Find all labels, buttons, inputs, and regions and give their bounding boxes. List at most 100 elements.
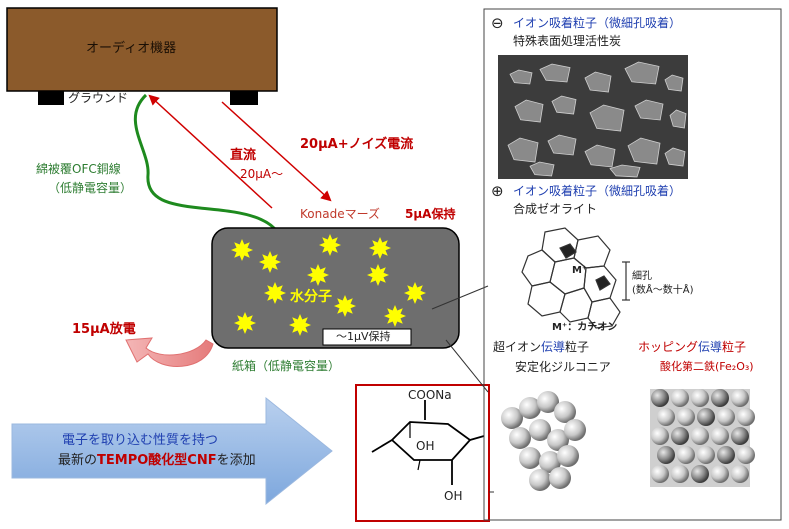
particle4-sub: 酸化第二鉄(Fe₂O₃): [660, 360, 754, 373]
noise-current-arrow: [221, 101, 332, 202]
fe2o3-atom: [731, 465, 749, 483]
water-spark: [384, 305, 406, 327]
dc-current-arrow: [148, 94, 273, 209]
zeolite-structure-image: [521, 227, 630, 329]
zirconia-sphere: [549, 467, 571, 489]
zirconia-sphere: [554, 401, 576, 423]
zirconia-sphere: [529, 419, 551, 441]
particle2-sub: 合成ゼオライト: [513, 202, 598, 216]
noise-current-label: 20μA+ノイズ電流: [300, 137, 414, 152]
fe2o3-atom: [717, 446, 735, 464]
fe2o3-atom: [697, 408, 715, 426]
fe2o3-atom: [691, 465, 709, 483]
carbon-particle: [627, 137, 661, 165]
cable-label-line2: （低静電容量）: [48, 181, 133, 195]
fe2o3-atom: [677, 446, 695, 464]
minus-sign: ⊖: [491, 14, 504, 32]
fe2o3-atom: [737, 408, 755, 426]
ofc-wire: [133, 93, 286, 261]
fe2o3-atom: [651, 389, 669, 407]
zirconia-sphere: [557, 445, 579, 467]
zirconia-sphere: [519, 397, 541, 419]
connector-top: [431, 285, 489, 310]
particle1-sub: 特殊表面処理活性炭: [513, 34, 622, 48]
water-spark: [259, 251, 281, 273]
carbon-particle: [509, 69, 533, 85]
audio-device-label: オーディオ機器: [86, 41, 177, 56]
fe2o3-atom: [711, 389, 729, 407]
paper-box-label: 紙箱（低静電容量）: [232, 359, 341, 373]
zeolite-pore-label2: (数Å～数十Å): [632, 285, 694, 296]
water-spark: [289, 314, 311, 336]
fe2o3-lattice-image: [651, 389, 755, 483]
dc-label: 直流: [230, 148, 257, 163]
fe2o3-atom: [731, 427, 749, 445]
zeolite-cation-label: M⁺：カチオン: [552, 322, 618, 333]
carbon-particle: [584, 71, 612, 93]
zirconia-sphere: [519, 447, 541, 469]
cable-label-line1: 綿被覆OFC銅線: [36, 162, 121, 176]
fe2o3-atom: [671, 465, 689, 483]
fe2o3-atom: [711, 465, 729, 483]
fe2o3-atom: [671, 389, 689, 407]
plus-sign: ⊕: [491, 182, 504, 200]
fe2o3-atom: [677, 408, 695, 426]
zirconia-sphere: [501, 407, 523, 429]
particle3-sub: 安定化ジルコニア: [515, 360, 611, 374]
konade-name: Konadeマーズ: [300, 207, 380, 221]
particle4-title-c: 粒子: [722, 340, 747, 354]
inner-hold-label: ～1μV保持: [336, 330, 391, 343]
connector-bottom: [445, 339, 489, 393]
carbon-particle: [551, 95, 577, 115]
particle3-title-b: 伝導: [541, 340, 566, 354]
additive-line2: 最新のTEMPO酸化型CNFを添加: [58, 454, 256, 467]
water-spark: [307, 264, 329, 286]
water-spark: [334, 295, 356, 317]
molecule-oh1: OH: [416, 439, 435, 453]
molecule-coona: COONa: [408, 388, 452, 402]
zirconia-sphere: [509, 427, 531, 449]
additive-line2-suffix: を添加: [216, 453, 256, 468]
water-spark: [367, 264, 389, 286]
carbon-particle: [664, 74, 684, 92]
cnf-molecule-structure: [371, 400, 485, 485]
audio-device-foot-left: [38, 91, 64, 105]
inner-hold-box: [322, 328, 412, 346]
fe2o3-atom: [651, 427, 669, 445]
fe2o3-atom: [657, 446, 675, 464]
particle2-title: イオン吸着粒子（微細孔吸着）: [513, 184, 682, 198]
carbon-particle: [634, 99, 664, 121]
additive-arrow: [11, 396, 333, 506]
particle4-title-a: ホッピング: [638, 340, 699, 354]
fe2o3-atom: [731, 389, 749, 407]
particle3-title-a: 超イオン: [493, 340, 542, 354]
zirconia-sphere: [529, 469, 551, 491]
water-spark: [231, 239, 253, 261]
zeolite-pore-label1: 細孔: [632, 271, 652, 282]
fe2o3-atom: [651, 465, 669, 483]
molecule-oh2: OH: [444, 489, 463, 503]
zirconia-sphere: [539, 451, 561, 473]
water-molecule-sparks: [231, 234, 426, 336]
konade-hold: 5μA保持: [405, 207, 456, 221]
fe2o3-atom: [697, 446, 715, 464]
particle3-title-c: 粒子: [565, 340, 590, 354]
molecule-box: [355, 384, 490, 522]
carbon-particle: [624, 61, 660, 85]
carbon-particle: [547, 134, 577, 156]
additive-highlight: TEMPO酸化型CNF: [97, 453, 217, 468]
fe2o3-atom: [717, 408, 735, 426]
discharge-arrow: [125, 337, 214, 367]
fe2o3-atom: [671, 427, 689, 445]
fe2o3-atom: [691, 427, 709, 445]
water-spark: [264, 282, 286, 304]
zirconia-sphere: [537, 391, 559, 413]
carbon-particle: [529, 161, 555, 177]
zirconia-sphere: [564, 419, 586, 441]
zirconia-spheres-image: [501, 391, 586, 491]
water-spark: [234, 312, 256, 334]
audio-device-box: [6, 7, 278, 92]
carbon-particle: [507, 137, 539, 163]
carbon-particle: [514, 99, 544, 123]
water-molecule-label: 水分子: [290, 289, 332, 305]
